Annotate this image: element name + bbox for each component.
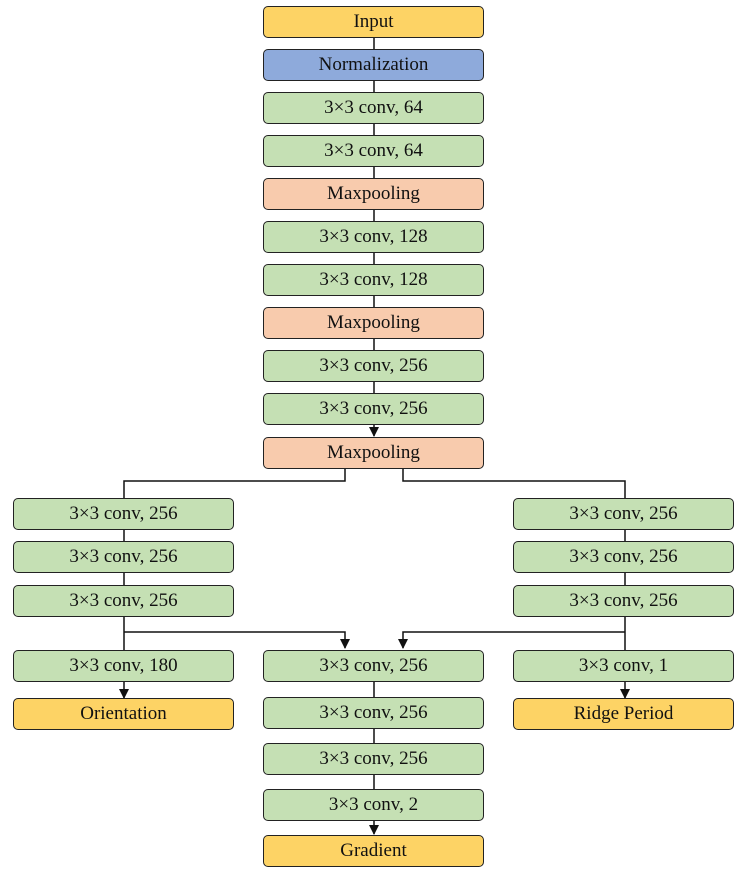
center-conv-node-3: 3×3 conv, 256 bbox=[263, 743, 484, 775]
maxpooling-node-3: Maxpooling bbox=[263, 437, 484, 469]
conv-node-5: 3×3 conv, 256 bbox=[263, 350, 484, 382]
merge-from-left bbox=[124, 631, 350, 649]
merge-from-right bbox=[398, 631, 625, 649]
gradient-output-node: Gradient bbox=[263, 835, 484, 867]
ridge-period-output-node: Ridge Period bbox=[513, 698, 734, 730]
right-conv-node-1: 3×3 conv, 256 bbox=[513, 498, 734, 530]
conv-node-3: 3×3 conv, 128 bbox=[263, 221, 484, 253]
left-conv-node-1: 3×3 conv, 256 bbox=[13, 498, 234, 530]
right-conv-node-3: 3×3 conv, 256 bbox=[513, 585, 734, 617]
normalization-node: Normalization bbox=[263, 49, 484, 81]
conv-node-4: 3×3 conv, 128 bbox=[263, 264, 484, 296]
center-conv-node-2: 3×3 conv, 256 bbox=[263, 697, 484, 729]
split-to-right-branch bbox=[402, 469, 626, 498]
left-conv-node-4: 3×3 conv, 180 bbox=[13, 650, 234, 682]
left-conv-node-3: 3×3 conv, 256 bbox=[13, 585, 234, 617]
maxpooling-node-1: Maxpooling bbox=[263, 178, 484, 210]
conv-node-6: 3×3 conv, 256 bbox=[263, 393, 484, 425]
input-node: Input bbox=[263, 6, 484, 38]
conv-node-1: 3×3 conv, 64 bbox=[263, 92, 484, 124]
center-conv-node-1: 3×3 conv, 256 bbox=[263, 650, 484, 682]
left-conv-node-2: 3×3 conv, 256 bbox=[13, 541, 234, 573]
center-conv-node-4: 3×3 conv, 2 bbox=[263, 789, 484, 821]
maxpooling-node-2: Maxpooling bbox=[263, 307, 484, 339]
orientation-output-node: Orientation bbox=[13, 698, 234, 730]
right-conv-node-2: 3×3 conv, 256 bbox=[513, 541, 734, 573]
conv-node-2: 3×3 conv, 64 bbox=[263, 135, 484, 167]
right-conv-node-4: 3×3 conv, 1 bbox=[513, 650, 734, 682]
split-to-left-branch bbox=[123, 469, 346, 498]
